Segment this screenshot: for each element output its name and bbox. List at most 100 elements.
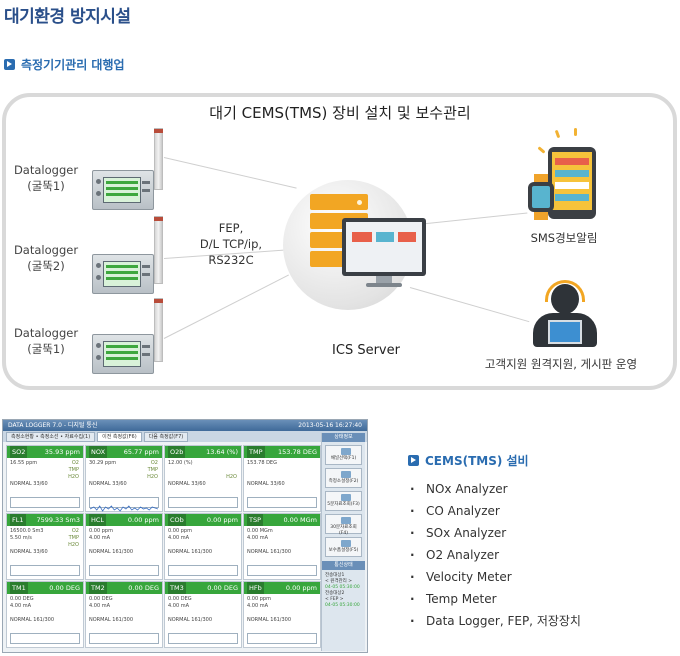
software-title: DATA LOGGER 7.0 - 디지털 통신 [8, 422, 98, 429]
sidebar-button-maintenance[interactable]: 보수품설정(F5) [325, 537, 362, 557]
chimney-icon [154, 216, 163, 284]
measurement-tag: TMP [247, 446, 265, 458]
measurement-tag: HFb [247, 582, 264, 594]
trend-graph [10, 633, 80, 644]
sidebar-button-channel[interactable]: 채널선택(F1) [325, 445, 362, 465]
sidebar-button-5min[interactable]: 5분자료조회(F3) [325, 491, 362, 511]
page-title: 대기환경 방지시설 [4, 7, 131, 27]
measurement-value: 0.00 DEG [128, 584, 159, 592]
measurement-status: NORMAL 161/300 [168, 617, 213, 623]
section-heading: 측정기기관리 대행업 [4, 56, 125, 73]
measurement-value: 0.00 ppm [285, 584, 317, 592]
measurement-tag: FL1 [10, 514, 26, 526]
laptop-icon [548, 320, 582, 344]
measurement-value: 0.00 MGm [283, 516, 317, 524]
datalogger-device-icon [92, 254, 154, 294]
measurement-value: 0.00 ppm [206, 516, 238, 524]
datalogger-device-icon [92, 170, 154, 210]
section-title: 측정기기관리 대행업 [21, 58, 125, 72]
measurement-line: 0.00 DEG [89, 596, 113, 602]
measurement-tag: HCL [89, 514, 107, 526]
software-clock: 2013-05-16 16:27:40 [298, 422, 362, 429]
measurement-line: 4.00 mA [89, 603, 111, 609]
datalogger-1-label: Datalogger(굴뚝1) [13, 163, 79, 193]
tab-next[interactable]: 다음 측정값(F7) [143, 432, 189, 442]
bullet-dot-icon: · [410, 548, 415, 562]
bullet-arrow-icon [408, 455, 419, 466]
trend-graph [10, 565, 80, 576]
measurement-line: 16.55 ppm [10, 460, 38, 466]
trend-graph [168, 565, 238, 576]
equipment-heading: CEMS(TMS) 설비 [408, 452, 529, 469]
equipment-item: · NOx Analyzer [410, 478, 581, 500]
bullet-dot-icon: · [410, 570, 415, 584]
measurement-line: 4.00 mA [89, 535, 111, 541]
sidebar-button-station[interactable]: 측정소설정(F2) [325, 468, 362, 488]
measurement-line: 16500.0 Sm3 [10, 528, 44, 534]
measurement-line: 0.00 MGm [247, 528, 273, 534]
measurement-value: 0.00 DEG [207, 584, 238, 592]
measurement-extra [156, 596, 158, 617]
fep-protocol-label: FEP,D/L TCP/ip,RS232C [199, 221, 263, 267]
measurement-line: 30.29 ppm [89, 460, 117, 466]
tab-previous[interactable]: 이전 측정값(F6) [97, 432, 142, 442]
bullet-dot-icon: · [410, 592, 415, 606]
measurement-tag: NOX [89, 446, 108, 458]
equipment-item-label: NOx Analyzer [426, 482, 508, 496]
monitor-icon [342, 218, 426, 276]
measurement-line: 0.00 DEG [168, 596, 192, 602]
measurement-status: NORMAL 161/300 [247, 617, 292, 623]
equipment-item-label: Temp Meter [426, 592, 497, 606]
measurement-status: NORMAL 33/60 [89, 481, 127, 487]
measurement-extra [235, 528, 237, 549]
trend-graph [247, 565, 317, 576]
alert-ray-icon [574, 128, 577, 136]
equipment-list: ·NOx Analyzer·CO Analyzer·SOx Analyzer·O… [410, 478, 581, 632]
measurement-line: 4.00 mA [168, 603, 190, 609]
measurement-value: 7599.33 Sm3 [36, 516, 80, 524]
smartphone-icon [548, 147, 596, 219]
trend-graph [10, 497, 80, 508]
equipment-item: · O2 Analyzer [410, 544, 581, 566]
bullet-dot-icon: · [410, 482, 415, 496]
trend-graph [89, 565, 159, 576]
equipment-item-label: O2 Analyzer [426, 548, 500, 562]
measurement-status: NORMAL 161/300 [89, 549, 134, 555]
sidebar-button-30min[interactable]: 30분자료조회(F4) [325, 514, 362, 536]
measurement-line: 4.00 mA [10, 603, 32, 609]
measurement-tag: TM3 [168, 582, 186, 594]
measurement-tag: O2b [168, 446, 186, 458]
measurement-value: 35.93 ppm [44, 448, 80, 456]
datalogger-device-icon [92, 334, 154, 374]
measurement-status: NORMAL 33/60 [10, 481, 48, 487]
measurement-extra [314, 596, 316, 617]
software-sidebar: 상태정보 채널선택(F1) 측정소설정(F2) 5분자료조회(F3) 30분자료… [321, 433, 365, 651]
bullet-dot-icon: · [410, 504, 415, 518]
tab-station[interactable]: 측정소현황 • 측정소선 • 자료수집(1) [6, 432, 96, 442]
datalogger-2-label: Datalogger(굴뚝2) [13, 243, 79, 273]
